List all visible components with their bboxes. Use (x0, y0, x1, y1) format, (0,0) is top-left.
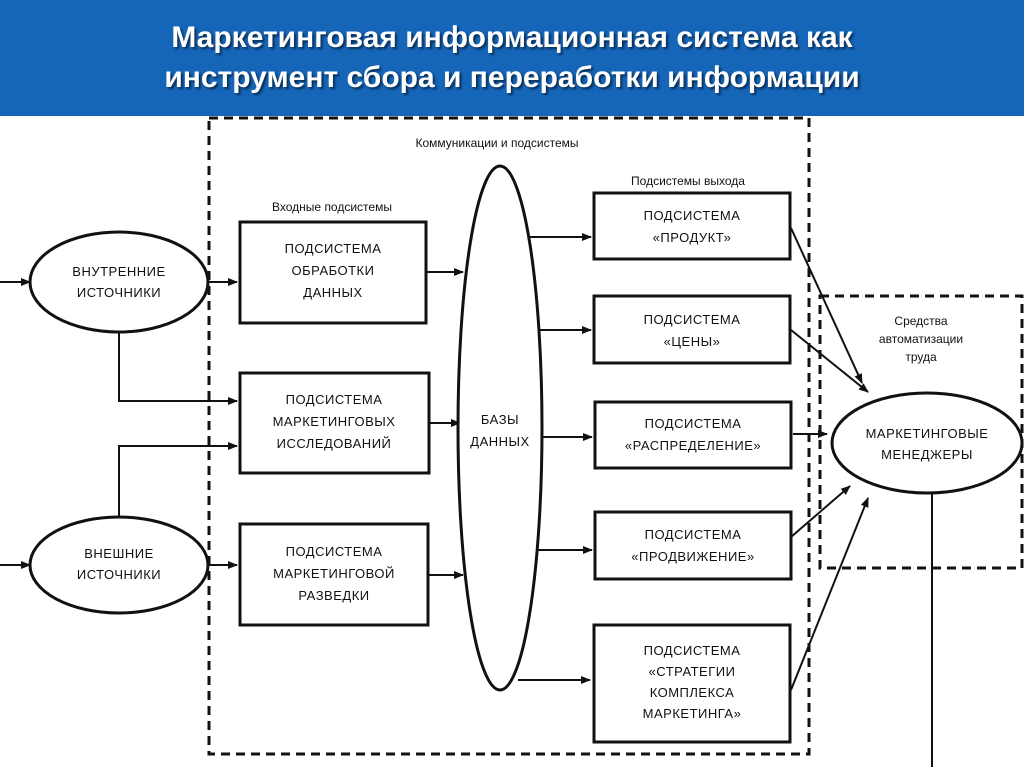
internal-sources-label: ВНУТРЕННИЕ (72, 264, 165, 279)
title-line-1: Маркетинговая информационная система как (171, 21, 853, 54)
external-sources-node: ВНЕШНИЕ ИСТОЧНИКИ (28, 515, 210, 615)
box-label-line: «РАСПРЕДЕЛЕНИЕ» (625, 438, 761, 453)
box-label-line: ИССЛЕДОВАНИЙ (277, 436, 392, 451)
intelligence-subsystem-box: ПОДСИСТЕМА МАРКЕТИНГОВОЙ РАЗВЕДКИ (238, 522, 430, 627)
box-label-line: ПОДСИСТЕМА (644, 312, 741, 327)
box-label-line: ПОДСИСТЕМА (645, 527, 742, 542)
automation-label-line: Средства (894, 314, 947, 328)
marketing-strategy-subsystem-box: ПОДСИСТЕМА «СТРАТЕГИИ КОМПЛЕКСА МАРКЕТИН… (592, 623, 792, 744)
database-label: ДАННЫХ (470, 434, 529, 449)
database-label: БАЗЫ (481, 412, 519, 427)
research-subsystem-box: ПОДСИСТЕМА МАРКЕТИНГОВЫХ ИССЛЕДОВАНИЙ (238, 371, 431, 475)
marketing-managers-node: МАРКЕТИНГОВЫЕ МЕНЕДЖЕРЫ (830, 391, 1024, 495)
box-label-line: ПОДСИСТЕМА (644, 643, 741, 658)
internal-sources-node: ВНУТРЕННИЕ ИСТОЧНИКИ (28, 230, 210, 334)
managers-label: МЕНЕДЖЕРЫ (881, 447, 973, 462)
box-label-line: «ПРОДУКТ» (653, 230, 732, 245)
box-label-line: МАРКЕТИНГОВЫХ (273, 414, 396, 429)
box-label-line: МАРКЕТИНГА» (643, 706, 742, 721)
automation-label: Средства автоматизации труда (879, 314, 963, 364)
box-label-line: КОМПЛЕКСА (650, 685, 735, 700)
database-node: БАЗЫ ДАННЫХ (456, 164, 544, 692)
automation-label-line: автоматизации (879, 332, 963, 346)
automation-label-line: труда (905, 350, 937, 364)
box-label-line: «ЦЕНЫ» (664, 334, 721, 349)
box-label-line: ОБРАБОТКИ (292, 263, 375, 278)
box-label-line: ПОДСИСТЕМА (285, 241, 382, 256)
box-label-line: «ПРОДВИЖЕНИЕ» (631, 549, 754, 564)
external-sources-label: ВНЕШНИЕ (84, 546, 154, 561)
internal-sources-label: ИСТОЧНИКИ (77, 285, 161, 300)
communications-region (207, 116, 811, 756)
input-subsystems-label: Входные подсистемы (272, 200, 392, 214)
output-subsystems-label: Подсистемы выхода (631, 174, 745, 188)
box-label-line: МАРКЕТИНГОВОЙ (273, 566, 395, 581)
managers-label: МАРКЕТИНГОВЫЕ (866, 426, 989, 441)
box-label-line: ПОДСИСТЕМА (645, 416, 742, 431)
distribution-subsystem-box: ПОДСИСТЕМА «РАСПРЕДЕЛЕНИЕ» (593, 400, 793, 470)
promotion-subsystem-box: ПОДСИСТЕМА «ПРОДВИЖЕНИЕ» (593, 510, 793, 581)
product-subsystem-box: ПОДСИСТЕМА «ПРОДУКТ» (592, 191, 792, 261)
communications-label: Коммуникации и подсистемы (416, 136, 579, 150)
box-label-line: ПОДСИСТЕМА (286, 392, 383, 407)
box-label-line: «СТРАТЕГИИ (649, 664, 736, 679)
box-label-line: РАЗВЕДКИ (298, 588, 369, 603)
price-subsystem-box: ПОДСИСТЕМА «ЦЕНЫ» (592, 294, 792, 365)
processing-subsystem-box: ПОДСИСТЕМА ОБРАБОТКИ ДАННЫХ (238, 220, 428, 325)
title-line-2: инструмент сбора и переработки информаци… (164, 61, 860, 94)
title-bar: Маркетинговая информационная система как… (0, 0, 1024, 116)
box-label-line: ПОДСИСТЕМА (644, 208, 741, 223)
external-sources-label: ИСТОЧНИКИ (77, 567, 161, 582)
box-label-line: ДАННЫХ (303, 285, 362, 300)
box-label-line: ПОДСИСТЕМА (286, 544, 383, 559)
